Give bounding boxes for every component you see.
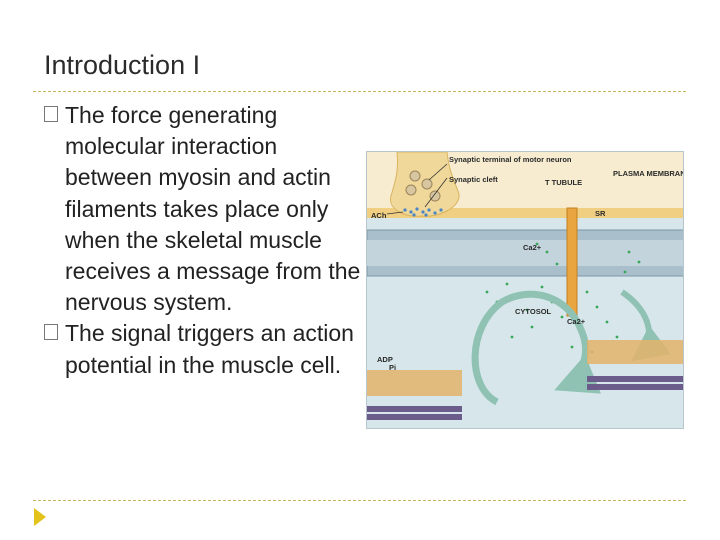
bullet-list: The force generating molecular interacti… <box>44 100 364 381</box>
vesicle <box>429 190 441 202</box>
box-bullet-icon <box>44 324 58 341</box>
label-cytosol: CYTOSOL <box>515 307 552 316</box>
myosin-filament-left <box>367 406 462 412</box>
label-adp: ADP <box>377 355 393 364</box>
t-tubule <box>566 207 578 317</box>
label-sr: SR <box>595 209 606 218</box>
bullet-text: The force generating molecular interacti… <box>65 102 361 316</box>
bullet-text: The signal triggers an action potential … <box>65 320 354 378</box>
cleft-pointer <box>424 177 448 208</box>
actin-filament-right <box>587 340 683 364</box>
label-pi: Pi <box>389 363 396 372</box>
label-plasma-membrane: PLASMA MEMBRANE <box>613 169 684 178</box>
ach-molecules <box>403 207 443 217</box>
slide-title: Introduction I <box>44 50 201 80</box>
bullet-item: The force generating molecular interacti… <box>44 100 364 318</box>
label-ca-channel: Ca2+ <box>523 243 542 252</box>
vesicle <box>409 170 421 182</box>
label-ca-cytosol: Ca2+ <box>567 317 586 326</box>
myosin-filament-right <box>587 376 683 382</box>
sr-lumen <box>367 240 683 266</box>
label-t-tubule: T TUBULE <box>545 178 582 187</box>
ach-pointer <box>386 211 404 215</box>
title-divider <box>33 91 686 92</box>
vesicle <box>421 178 433 190</box>
box-bullet-icon <box>44 106 58 122</box>
footer-divider <box>33 500 686 501</box>
terminal-pointer <box>428 163 448 181</box>
myosin-filament-right <box>587 384 683 390</box>
label-ach: ACh <box>371 211 387 220</box>
muscle-signal-diagram: Synaptic terminal of motor neuron Synapt… <box>366 151 684 429</box>
bullet-item: The signal triggers an action potential … <box>44 318 364 380</box>
actin-filament-left <box>367 370 462 396</box>
cycle-arrow <box>471 290 602 406</box>
label-synaptic-cleft: Synaptic cleft <box>449 175 498 184</box>
plasma-membrane <box>367 208 683 218</box>
vesicle <box>405 184 417 196</box>
myosin-filament-left <box>367 414 462 420</box>
label-synaptic-terminal: Synaptic terminal of motor neuron <box>449 155 572 164</box>
triangle-arrow-icon <box>34 508 46 526</box>
diagram-svg: Synaptic terminal of motor neuron Synapt… <box>367 152 684 428</box>
